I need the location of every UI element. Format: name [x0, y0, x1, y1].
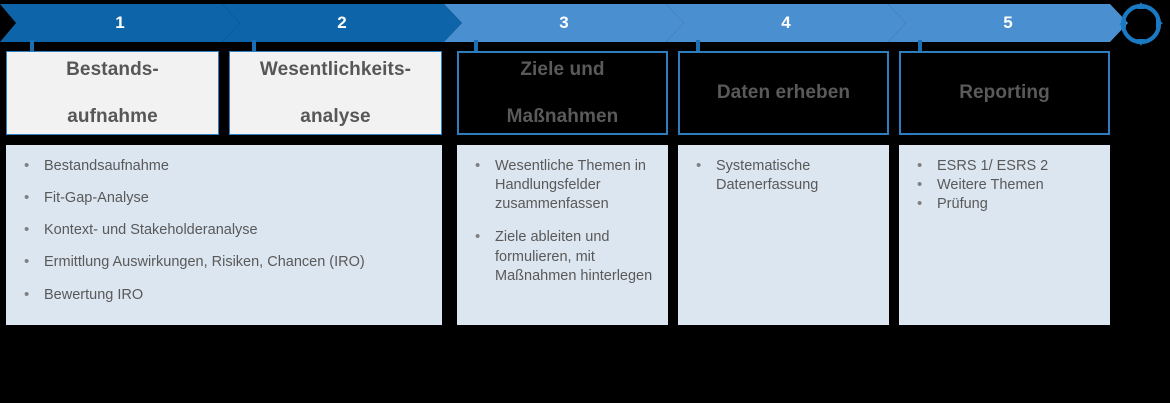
- list-item: Systematische Datenerfassung: [692, 156, 879, 195]
- list-item: Kontext- und Stakeholderanalyse: [20, 220, 432, 240]
- title-box-step-2-line2: analyse: [300, 105, 371, 127]
- chevron-step-2-number: 2: [337, 12, 347, 32]
- tick-connector-1: [30, 40, 34, 53]
- bullet-panel-step-4: Systematische Datenerfassung: [678, 145, 889, 325]
- chevron-step-2[interactable]: 2: [222, 4, 462, 42]
- title-box-step-3-label: Ziele und Maßnahmen: [495, 58, 631, 128]
- title-box-step-3[interactable]: Ziele und Maßnahmen: [457, 51, 668, 135]
- tick-connector-5: [918, 40, 922, 53]
- cycle-arrows-icon: [1118, 1, 1164, 47]
- list-item: Ziele ableiten und formulieren, mit Maßn…: [471, 227, 658, 285]
- list-item: Bestandsaufnahme: [20, 156, 432, 176]
- chevron-step-1-number: 1: [115, 12, 125, 32]
- chevron-step-3[interactable]: 3: [444, 4, 684, 42]
- title-box-step-3-line2: Maßnahmen: [506, 105, 619, 127]
- chevron-step-3-number: 3: [559, 12, 569, 32]
- chevron-step-4[interactable]: 4: [666, 4, 906, 42]
- bullet-panel-steps-1-2: Bestandsaufnahme Fit-Gap-Analyse Kontext…: [6, 145, 442, 325]
- tick-connector-4: [696, 40, 700, 53]
- chevron-step-4-number: 4: [781, 12, 791, 32]
- title-box-step-3-line1: Ziele und: [520, 59, 605, 81]
- list-item: Prüfung: [913, 194, 1100, 214]
- title-box-step-2-line1: Wesentlichkeits-: [259, 59, 412, 81]
- list-item: Ermittlung Auswirkungen, Risiken, Chance…: [20, 252, 432, 272]
- bullet-list-steps-1-2: Bestandsaufnahme Fit-Gap-Analyse Kontext…: [20, 156, 432, 305]
- title-box-step-1-line2: aufnahme: [67, 105, 158, 127]
- chevron-step-5[interactable]: 5: [888, 4, 1128, 42]
- process-chevron-strip: 1 2 3 4 5: [0, 4, 1170, 42]
- list-item: Fit-Gap-Analyse: [20, 188, 432, 208]
- title-box-step-4-label: Daten erheben: [716, 82, 851, 104]
- list-item: Weitere Themen: [913, 175, 1100, 195]
- title-box-step-1[interactable]: Bestands- aufnahme: [6, 51, 219, 135]
- bullet-list-step-5: ESRS 1/ ESRS 2 Weitere Themen Prüfung: [913, 156, 1100, 214]
- bullet-list-step-4: Systematische Datenerfassung: [692, 156, 879, 195]
- tick-connector-3: [474, 40, 478, 53]
- title-box-step-4[interactable]: Daten erheben: [678, 51, 889, 135]
- title-box-step-2-label: Wesentlichkeits- analyse: [248, 58, 423, 128]
- list-item: ESRS 1/ ESRS 2: [913, 156, 1100, 176]
- bullet-panel-step-3: Wesentliche Themen in Handlungsfelder zu…: [457, 145, 668, 325]
- list-item: Bewertung IRO: [20, 284, 432, 305]
- bullet-list-step-3: Wesentliche Themen in Handlungsfelder zu…: [471, 156, 658, 286]
- list-item: Wesentliche Themen in Handlungsfelder zu…: [471, 156, 658, 214]
- title-box-step-5[interactable]: Reporting: [899, 51, 1110, 135]
- chevron-step-5-number: 5: [1003, 12, 1013, 32]
- title-box-step-2[interactable]: Wesentlichkeits- analyse: [229, 51, 442, 135]
- tick-connector-2: [252, 40, 256, 53]
- title-box-step-1-line1: Bestands-: [66, 59, 159, 81]
- bullet-panel-step-5: ESRS 1/ ESRS 2 Weitere Themen Prüfung: [899, 145, 1110, 325]
- title-box-step-5-label: Reporting: [959, 82, 1050, 104]
- chevron-step-1[interactable]: 1: [0, 4, 240, 42]
- title-box-step-1-label: Bestands- aufnahme: [54, 58, 171, 128]
